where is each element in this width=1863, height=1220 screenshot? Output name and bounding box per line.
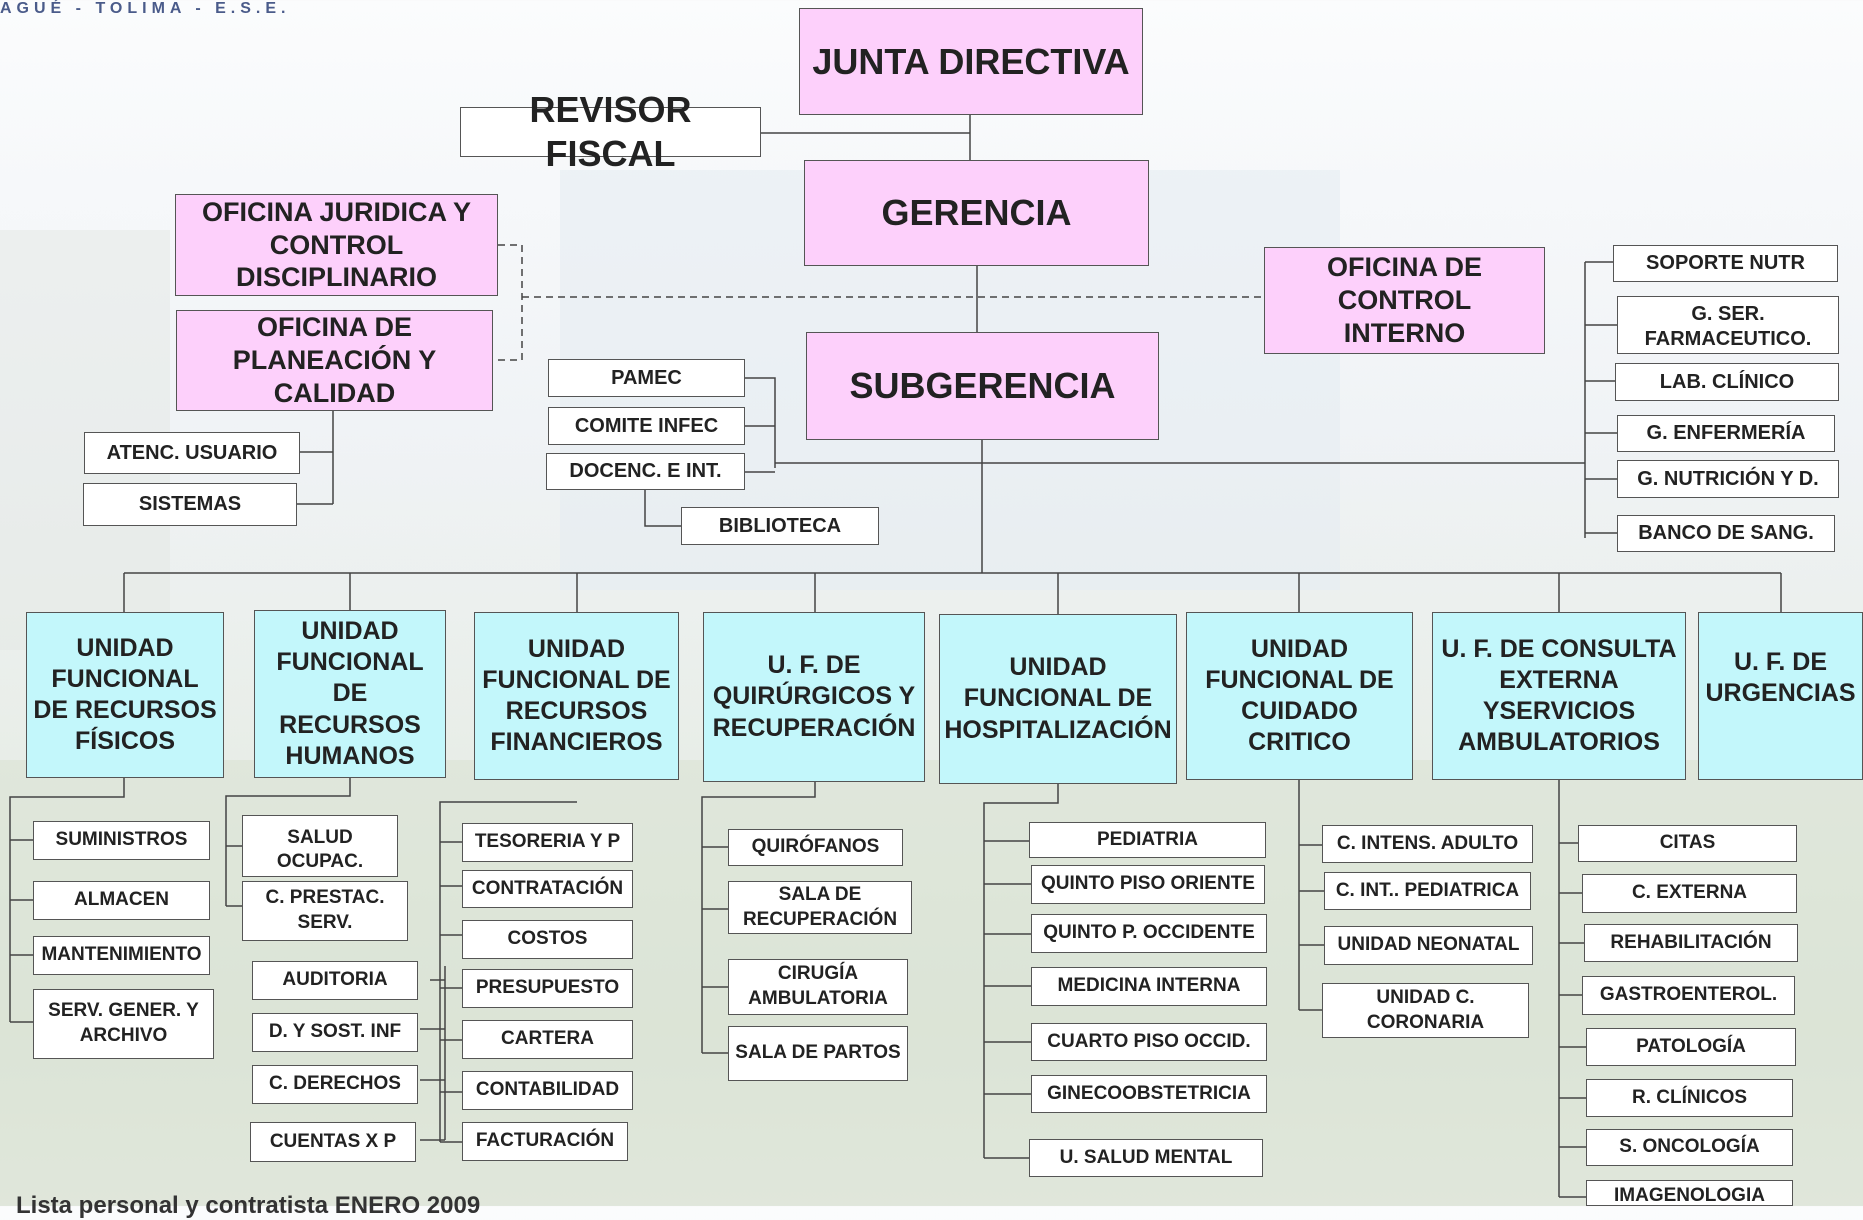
unit-item[interactable]: SALA DE RECUPERACIÓN [728,881,912,934]
unit-recursos-financieros[interactable]: UNIDAD FUNCIONAL DE RECURSOS FINANCIEROS [474,612,679,780]
unit-item[interactable]: S. ONCOLOGÍA [1586,1129,1793,1166]
junta-directiva-box[interactable]: JUNTA DIRECTIVA [799,8,1143,115]
unit-item[interactable]: PRESUPUESTO [462,969,633,1008]
connector-biblioteca [644,490,681,527]
unit-item[interactable]: COSTOS [462,920,633,959]
unit-item[interactable]: MEDICINA INTERNA [1031,967,1267,1006]
unit-item[interactable]: CONTRATACIÓN [462,870,633,908]
connector-dashed-offices [498,244,1264,361]
unit-item[interactable]: UNIDAD NEONATAL [1324,926,1533,965]
pamec-box[interactable]: PAMEC [548,359,745,397]
support-item[interactable]: SOPORTE NUTR [1613,245,1838,282]
subgerencia-box[interactable]: SUBGERENCIA [806,332,1159,440]
unit-item[interactable]: CUENTAS X P [250,1122,416,1162]
biblioteca-box[interactable]: BIBLIOTECA [681,507,879,545]
unit-item[interactable]: IMAGENOLOGIA [1586,1180,1793,1206]
docenc-box[interactable]: DOCENC. E INT. [546,453,745,490]
unit-item[interactable]: C. INT.. PEDIATRICA [1324,872,1531,910]
connector-pamec [745,377,982,473]
support-item[interactable]: BANCO DE SANG. [1617,515,1835,552]
unit-item[interactable]: SUMINISTROS [33,821,210,860]
unit-item[interactable]: CIRUGÍA AMBULATORIA [728,959,908,1015]
unit-item[interactable]: CITAS [1578,825,1797,862]
unit-item[interactable]: AUDITORIA [252,961,418,1000]
unit-consulta-externa[interactable]: U. F. DE CONSULTA EXTERNA YSERVICIOS AMB… [1432,612,1686,780]
unit-quirurgicos[interactable]: U. F. DE QUIRÚRGICOS Y RECUPERACIÓN [703,612,925,782]
unit-item[interactable]: C. EXTERNA [1582,874,1797,913]
unit-item[interactable]: QUINTO P. OCCIDENTE [1031,914,1267,953]
unit-item[interactable]: C. PRESTAC. SERV. [242,881,408,941]
unit-item[interactable]: GINECOOBSTETRICIA [1031,1075,1267,1113]
unit-item[interactable]: U. SALUD MENTAL [1029,1139,1263,1177]
unit-item[interactable]: D. Y SOST. INF [252,1013,418,1052]
unit-hospitalizacion[interactable]: UNIDAD FUNCIONAL DE HOSPITALIZACIÓN [939,614,1177,784]
unit-urgencias[interactable]: U. F. DE URGENCIAS [1698,612,1863,780]
unit-item[interactable]: QUIRÓFANOS [728,829,903,866]
support-item[interactable]: LAB. CLÍNICO [1615,363,1839,401]
unit-item[interactable]: PATOLOGÍA [1586,1028,1796,1066]
comite-infec-box[interactable]: COMITE INFEC [548,407,745,445]
unit-item[interactable]: R. CLÍNICOS [1586,1079,1793,1117]
support-item[interactable]: G. NUTRICIÓN Y D. [1617,460,1839,498]
unit-cuidado-critico[interactable]: UNIDAD FUNCIONAL DE CUIDADO CRITICO [1186,612,1413,780]
unit-item[interactable]: REHABILITACIÓN [1584,924,1798,962]
unit-item[interactable]: SERV. GENER. Y ARCHIVO [33,989,214,1059]
unit-item[interactable]: SALA DE PARTOS [728,1026,908,1081]
unit-item[interactable]: CUARTO PISO OCCID. [1031,1023,1267,1061]
unit-item[interactable]: MANTENIMIENTO [33,936,210,975]
unit-item[interactable]: UNIDAD C. CORONARIA [1322,983,1529,1038]
unit-item[interactable]: GASTROENTEROL. [1582,976,1795,1015]
unit-item[interactable]: QUINTO PISO ORIENTE [1031,865,1265,904]
atenc-usuario-box[interactable]: ATENC. USUARIO [84,432,300,474]
unit-item[interactable]: FACTURACIÓN [462,1122,628,1161]
unit-item[interactable]: CONTABILIDAD [462,1071,633,1110]
unit-item[interactable]: CARTERA [462,1020,633,1059]
unit-recursos-humanos[interactable]: UNIDAD FUNCIONAL DE RECURSOS HUMANOS [254,610,446,778]
unit-recursos-fisicos[interactable]: UNIDAD FUNCIONAL DE RECURSOS FÍSICOS [26,612,224,778]
unit-item[interactable]: C. DERECHOS [252,1065,418,1104]
logo-text: AGUÉ - TOLIMA - E.S.E. [0,0,291,17]
gerencia-box[interactable]: GERENCIA [804,160,1149,266]
footer-note: Lista personal y contratista ENERO 2009 [16,1192,481,1219]
oficina-planeacion-box[interactable]: OFICINA DE PLANEACIÓN Y CALIDAD [176,310,493,411]
oficina-juridica-box[interactable]: OFICINA JURIDICA Y CONTROL DISCIPLINARIO [175,194,498,296]
unit-item[interactable]: TESORERIA Y P [462,823,633,862]
unit-item[interactable]: C. INTENS. ADULTO [1322,825,1533,863]
support-item[interactable]: G. SER. FARMACEUTICO. [1617,296,1839,354]
revisor-fiscal-box[interactable]: REVISOR FISCAL [460,89,761,174]
unit-item[interactable]: SALUD OCUPAC. [242,815,398,877]
support-item[interactable]: G. ENFERMERÍA [1617,415,1835,452]
sistemas-box[interactable]: SISTEMAS [83,483,297,526]
connector-staff-left [297,411,334,505]
oficina-control-interno-box[interactable]: OFICINA DE CONTROL INTERNO [1264,247,1545,354]
unit-item[interactable]: ALMACEN [33,881,210,920]
unit-item[interactable]: PEDIATRIA [1029,822,1266,858]
